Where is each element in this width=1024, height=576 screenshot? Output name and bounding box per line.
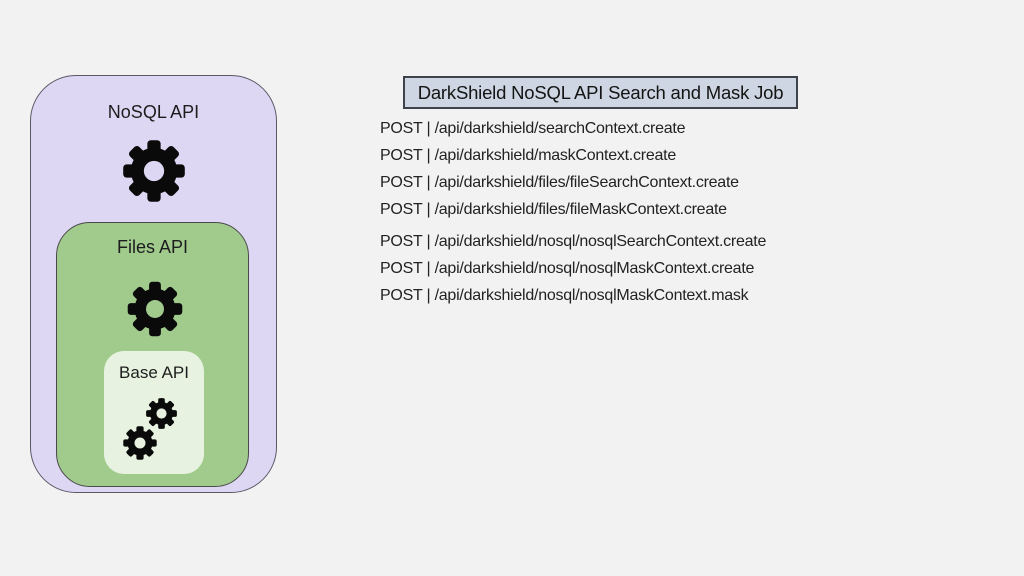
endpoint-row: POST | /api/darkshield/files/fileSearchC… <box>380 174 739 191</box>
endpoint-row: POST | /api/darkshield/nosql/nosqlMaskCo… <box>380 260 755 277</box>
gear-icon <box>122 140 185 202</box>
endpoint-row: POST | /api/darkshield/nosql/nosqlSearch… <box>380 233 767 250</box>
endpoint-row: POST | /api/darkshield/files/fileMaskCon… <box>380 201 727 218</box>
base-api-box: Base API <box>104 351 204 474</box>
nosql-api-box: NoSQL API Files API <box>30 75 277 493</box>
files-api-label: Files API <box>116 237 189 257</box>
endpoint-list: POST | /api/darkshield/searchContext.cre… <box>380 115 766 309</box>
job-title-box: DarkShield NoSQL API Search and Mask Job <box>403 76 798 109</box>
job-title-label: DarkShield NoSQL API Search and Mask Job <box>417 81 784 103</box>
files-api-box: Files API Base API <box>56 222 249 487</box>
endpoint-row: POST | /api/darkshield/nosql/nosqlMaskCo… <box>380 287 749 304</box>
gear-icon <box>123 426 157 460</box>
nosql-api-label: NoSQL API <box>107 102 200 122</box>
base-api-label: Base API <box>119 363 189 382</box>
endpoint-row: POST | /api/darkshield/searchContext.cre… <box>380 120 686 137</box>
gear-icon <box>127 281 182 337</box>
gear-icon <box>146 398 177 429</box>
endpoint-row: POST | /api/darkshield/maskContext.creat… <box>380 147 676 164</box>
